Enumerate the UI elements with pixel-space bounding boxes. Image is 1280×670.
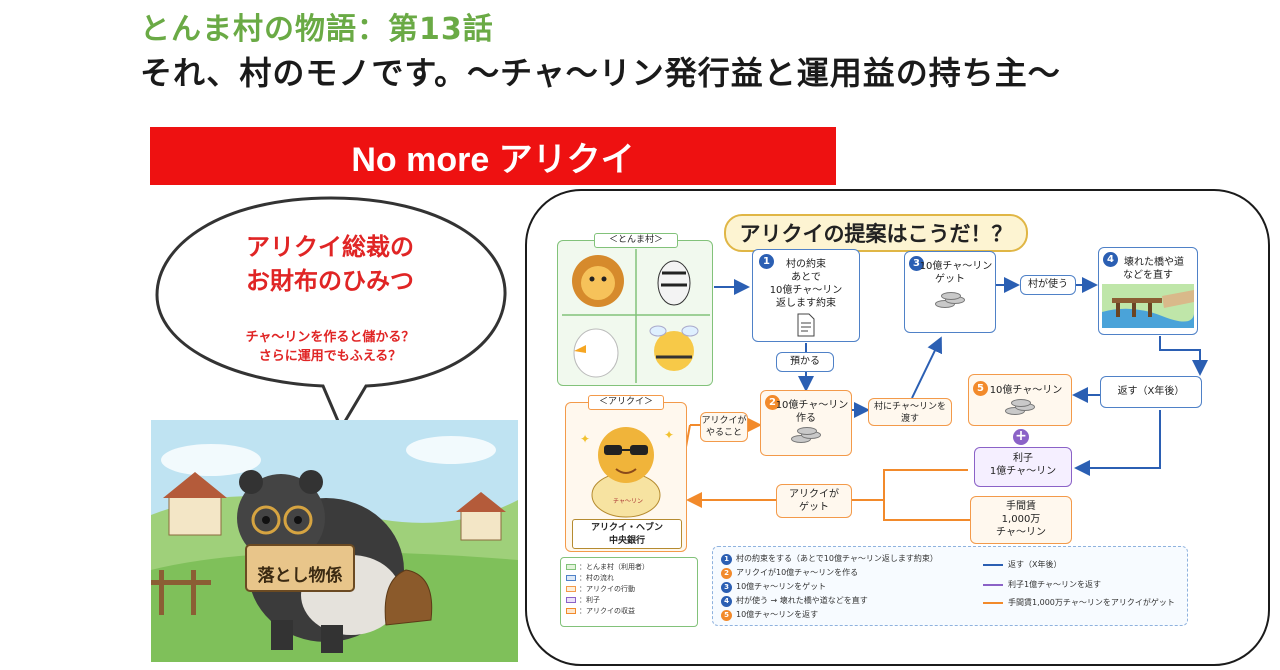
lend-to-village-label: 村にチャ〜リンを 渡す — [868, 398, 952, 426]
arikui-label: ＜アリクイ＞ — [588, 395, 664, 410]
lend-line2: 渡す — [900, 414, 919, 424]
series-title: とんま村の物語：第13話 — [140, 12, 494, 47]
key-line: 利子1億チャ〜リンを返す — [983, 579, 1101, 590]
village-uses-label: 村が使う — [1020, 275, 1076, 295]
step5-number: 5 — [973, 381, 988, 396]
step1-village-promise: 1 村の約束 あとで 10億チャ〜リン 返します約束 — [752, 249, 860, 342]
bubble-subtext: チャ〜リンを作ると儲かる？ さらに運用でもふえる？ — [160, 328, 500, 366]
step1-line3: 10億チャ〜リン — [769, 285, 843, 296]
step2-line1: 10億チャ〜リン — [775, 400, 849, 411]
fee-line1: 手間賃 — [1006, 501, 1036, 512]
step1-number: 1 — [759, 254, 774, 269]
coins-icon — [933, 290, 967, 310]
coins-icon — [789, 425, 823, 445]
step3-line2: ゲット — [935, 274, 965, 285]
bank-name-line2: 中央銀行 — [608, 536, 645, 546]
diagram-title: アリクイの提案はこうだ！？ — [724, 214, 1028, 252]
arikui-does-label: アリクイが やること — [700, 412, 748, 442]
speech-bubble — [155, 196, 507, 420]
bubble-sub-line2: さらに運用でもふえる？ — [258, 349, 402, 364]
legend-item: ：利子 — [566, 595, 692, 606]
bank-name: アリクイ・ヘブン 中央銀行 — [572, 519, 682, 549]
lost-and-found-sign: 落とし物係 — [257, 565, 343, 586]
coins-icon — [1003, 397, 1037, 417]
fee-line3: チャ〜リン — [996, 527, 1046, 538]
legend-item: ：アリクイの収益 — [566, 606, 692, 617]
bubble-sub-line1: チャ〜リンを作ると儲かる？ — [245, 330, 415, 345]
step5-return-charin: 5 10億チャ〜リン — [968, 374, 1072, 426]
arikui-box: ＜アリクイ＞ ✦ ✦ チャ〜リン アリクイ・ヘブン 中央銀行 — [565, 395, 687, 552]
step4-line1: 壊れた橋や道 — [1124, 257, 1184, 268]
legend-item: ：アリクイの行動 — [566, 584, 692, 595]
anteater-icon: ✦ ✦ — [580, 427, 674, 518]
step1-line1: 村の約束 — [786, 259, 826, 270]
legend-item: ：村の流れ — [566, 573, 692, 584]
fee-box: 手間賃 1,000万 チャ〜リン — [970, 496, 1072, 544]
step2-line2: 作る — [796, 413, 816, 424]
village-animals-icon — [562, 249, 710, 383]
arikui-gets-line1: アリクイが — [789, 489, 839, 500]
color-legend: ：とんま村（利用者） ：村の流れ ：アリクイの行動 ：利子 ：アリクイの収益 — [560, 557, 698, 627]
jar-label: チャ〜リン — [613, 498, 643, 505]
arikui-gets-label: アリクイが ゲット — [776, 484, 852, 518]
legend-item: ：とんま村（利用者） — [566, 562, 692, 573]
arikui-gets-line2: ゲット — [799, 502, 829, 513]
interest-line2: 1億チャ〜リン — [989, 466, 1057, 477]
step3-line1: 10億チャ〜リン — [919, 261, 993, 272]
bubble-headline: アリクイ総裁の お財布のひみつ — [160, 230, 500, 298]
step3-number: 3 — [909, 256, 924, 271]
step4-repair-bridges: 4 壊れた橋や道 などを直す — [1098, 247, 1198, 335]
step1-line4: 返します約束 — [776, 298, 836, 309]
interest-box: 利子 1億チャ〜リン — [974, 447, 1072, 487]
banner: No more アリクイ — [150, 127, 836, 185]
step2-make-charin: 2 10億チャ〜リン 作る — [760, 390, 852, 456]
interest-line1: 利子 — [1013, 453, 1033, 464]
tapir-illustration — [151, 420, 518, 662]
village-label: ＜とんま村＞ — [594, 233, 678, 248]
step3-get-charin: 3 10億チャ〜リン ゲット — [904, 251, 996, 333]
svg-text:✦: ✦ — [580, 432, 590, 446]
document-icon — [797, 313, 815, 337]
arikui-does-line2: やること — [705, 428, 742, 438]
village-box: ＜とんま村＞ — [557, 233, 713, 386]
bubble-headline-line1: アリクイ総裁の — [246, 233, 414, 261]
bubble-headline-line2: お財布のひみつ — [246, 267, 414, 295]
bank-name-line1: アリクイ・ヘブン — [590, 523, 663, 533]
step5-line1: 10億チャ〜リン — [989, 385, 1063, 396]
key-line: 返す（X年後） — [983, 559, 1061, 570]
repay-label: 返す（X年後） — [1100, 376, 1202, 408]
step4-number: 4 — [1103, 252, 1118, 267]
plus-icon: + — [1013, 429, 1029, 445]
key-line: 手間賃1,000万チャ〜リンをアリクイがゲット — [983, 597, 1175, 608]
step1-line2: あとで — [791, 272, 821, 283]
step2-number: 2 — [765, 395, 780, 410]
arikui-does-line1: アリクイが — [701, 416, 747, 426]
bridge-icon — [1102, 284, 1194, 328]
step4-line2: などを直す — [1123, 270, 1173, 281]
episode-title: それ、村のモノです。〜チャ〜リン発行益と運用益の持ち主〜 — [140, 54, 1061, 92]
fee-line2: 1,000万 — [1001, 514, 1041, 525]
deposit-label: 預かる — [776, 352, 834, 372]
lend-line1: 村にチャ〜リンを — [874, 402, 946, 412]
svg-text:✦: ✦ — [664, 428, 674, 442]
